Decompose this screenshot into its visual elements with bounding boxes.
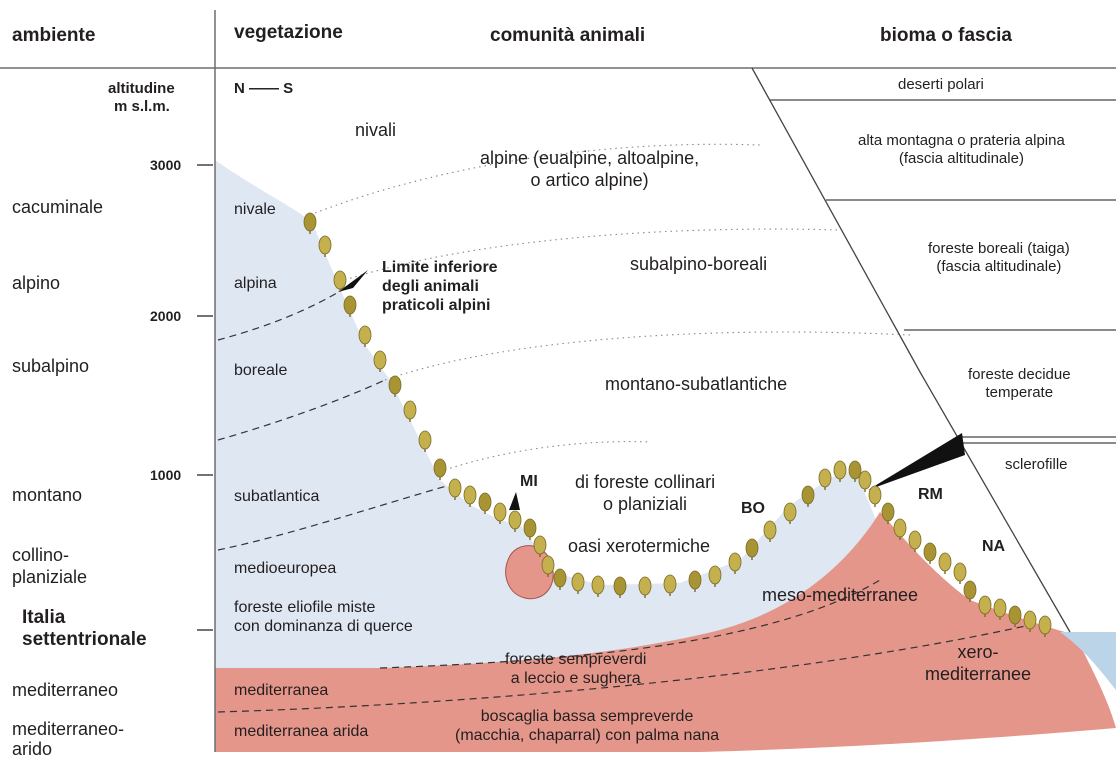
com-xero: xero- mediterranee — [925, 642, 1031, 685]
veg-foreste-eliofile: foreste eliofile miste con dominanza di … — [234, 598, 413, 636]
tree-crown — [909, 531, 921, 549]
tree-crown — [939, 553, 951, 571]
tree-crown — [449, 479, 461, 497]
ambiente-cacuminale: cacuminale — [12, 197, 103, 219]
tree-crown — [819, 469, 831, 487]
com-montano-sub: montano-subatlantiche — [605, 374, 787, 396]
veg-medioeuropea: medioeuropea — [234, 559, 336, 578]
city-na: NA — [982, 537, 1005, 556]
header-bioma: bioma o fascia — [880, 25, 1012, 48]
tick-label-1000: 1000 — [150, 467, 181, 484]
tick-label-2000: 2000 — [150, 308, 181, 325]
tree-crown — [784, 503, 796, 521]
header-ambiente: ambiente — [12, 25, 95, 48]
tree-crown — [494, 503, 506, 521]
tree-crown — [859, 471, 871, 489]
com-limite: Limite inferiore degli animali praticoli… — [382, 258, 498, 316]
tree-crown — [479, 493, 491, 511]
bioma-alta: alta montagna o prateria alpina (fascia … — [858, 132, 1065, 168]
tree-crown — [924, 543, 936, 561]
com-oasi: oasi xerotermiche — [568, 536, 710, 558]
bioma-sclerofille: sclerofille — [1005, 456, 1068, 474]
com-sempreverdi: foreste sempreverdi a leccio e sughera — [505, 650, 646, 688]
veg-mediterranea-arida: mediterranea arida — [234, 722, 368, 741]
bioma-decidue: foreste decidue temperate — [968, 366, 1071, 402]
com-alpine: alpine (eualpine, altoalpine, o artico a… — [480, 148, 699, 191]
wedge-mi — [509, 492, 520, 510]
tree-crown — [419, 431, 431, 449]
tree-crown — [954, 563, 966, 581]
tree-crown — [664, 575, 676, 593]
tree-crown — [404, 401, 416, 419]
tree-crown — [592, 576, 604, 594]
tree-crown — [802, 486, 814, 504]
tree-crown — [1009, 606, 1021, 624]
tick-label-3000: 3000 — [150, 157, 181, 174]
city-bo: BO — [741, 499, 765, 518]
tree-crown — [729, 553, 741, 571]
tree-crown — [764, 521, 776, 539]
ambiente-arido: mediterraneo- arido — [12, 720, 124, 760]
orientation-label: N —— S — [234, 80, 293, 98]
fauna-boundary-3 — [385, 332, 910, 380]
com-nivali: nivali — [355, 120, 396, 142]
bioma-taiga: foreste boreali (taiga) (fascia altitudi… — [928, 240, 1070, 276]
tree-crown — [389, 376, 401, 394]
ambiente-alpino: alpino — [12, 273, 60, 295]
veg-subatlantica: subatlantica — [234, 487, 319, 506]
tree-crown — [709, 566, 721, 584]
tree-crown — [639, 577, 651, 595]
axis-title-line2: m s.l.m. — [114, 98, 170, 116]
tree-crown — [319, 236, 331, 254]
axis-title-line1: altitudine — [108, 80, 175, 98]
tree-crown — [882, 503, 894, 521]
veg-mediterranea: mediterranea — [234, 681, 328, 700]
bioma-deserti: deserti polari — [898, 76, 984, 94]
tree-crown — [572, 573, 584, 591]
tree-crown — [979, 596, 991, 614]
fauna-boundary-4 — [445, 442, 650, 470]
tree-crown — [374, 351, 386, 369]
com-collinari: di foreste collinari o planiziali — [575, 472, 715, 515]
tree-crown — [869, 486, 881, 504]
tree-crown — [509, 511, 521, 529]
city-rm: RM — [918, 485, 943, 504]
tree-crown — [689, 571, 701, 589]
tree-crown — [994, 599, 1006, 617]
tree-crown — [894, 519, 906, 537]
tree-crown — [554, 569, 566, 587]
tree-crown — [359, 326, 371, 344]
city-mi: MI — [520, 472, 538, 491]
tree-crown — [524, 519, 536, 537]
header-comunita: comunità animali — [490, 25, 645, 48]
header-vegetazione: vegetazione — [234, 22, 343, 45]
tree-crown — [614, 577, 626, 595]
com-meso: meso-mediterranee — [762, 585, 918, 607]
tree-crown — [1039, 616, 1051, 634]
tree-crown — [304, 213, 316, 231]
tree-crown — [834, 461, 846, 479]
ambiente-montano: montano — [12, 485, 82, 507]
tree-crown — [534, 536, 546, 554]
tree-crown — [334, 271, 346, 289]
ambiente-mediterraneo: mediterraneo — [12, 680, 118, 702]
tree-crown — [746, 539, 758, 557]
wedge-sclerofille — [868, 433, 965, 490]
tree-crown — [434, 459, 446, 477]
veg-boreale: boreale — [234, 361, 287, 380]
tree-crown — [464, 486, 476, 504]
ambiente-subalpino: subalpino — [12, 356, 89, 378]
tree-crown — [344, 296, 356, 314]
veg-alpina: alpina — [234, 274, 277, 293]
veg-nivale: nivale — [234, 200, 276, 219]
com-boscaglia: boscaglia bassa sempreverde (macchia, ch… — [455, 707, 719, 745]
ambiente-italia: Italia settentrionale — [22, 607, 147, 651]
tree-crown — [964, 581, 976, 599]
com-subalpino-boreali: subalpino-boreali — [630, 254, 767, 276]
tree-crown — [542, 556, 554, 574]
tree-crown — [1024, 611, 1036, 629]
ambiente-collino: collino- planiziale — [12, 545, 87, 588]
